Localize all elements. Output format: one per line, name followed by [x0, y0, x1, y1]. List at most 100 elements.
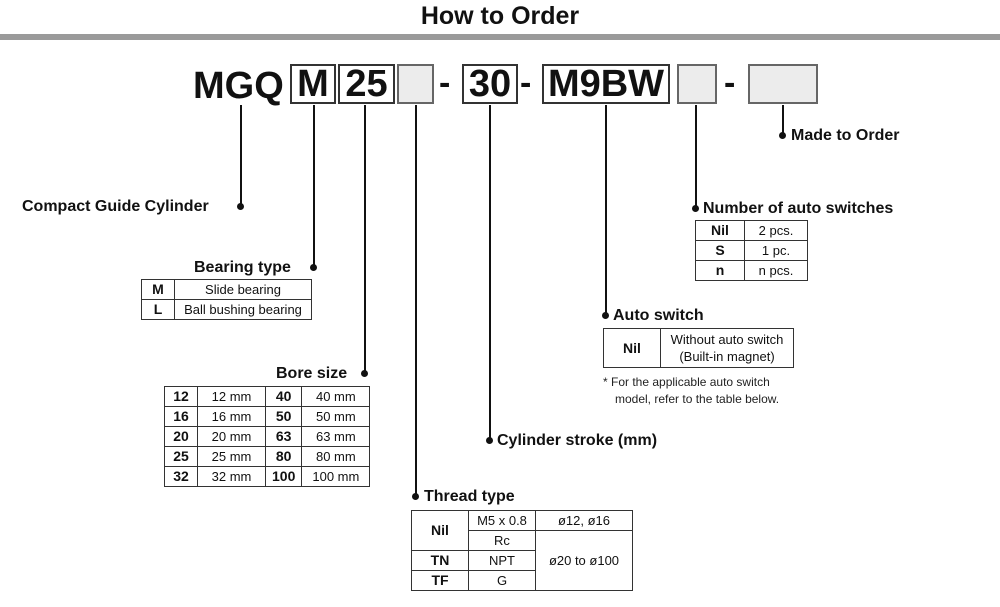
table-cell: S [695, 240, 745, 261]
leader-thread [415, 105, 417, 496]
table-cell: L [141, 299, 175, 320]
table-cell: NPT [468, 550, 536, 571]
leader-bore [364, 105, 366, 373]
table-cell: 1 pc. [744, 240, 808, 261]
code-prefix: MGQ [193, 65, 284, 107]
note-mark: * [603, 375, 608, 389]
table-cell: 50 mm [301, 406, 371, 427]
table-cell: Without auto switch (Built-in magnet) [660, 328, 794, 368]
auto-switch-note: * For the applicable auto switch model, … [603, 374, 779, 408]
table-cell: 100 mm [301, 466, 371, 487]
leader-compact-guide [240, 105, 242, 207]
table-cell: 12 mm [197, 386, 266, 407]
code-thread-box [397, 64, 434, 104]
table-row: 25 25 mm 80 80 mm [164, 446, 371, 467]
table-cell: G [468, 570, 536, 591]
table-cell: 25 [164, 446, 198, 467]
note-line-1: For the applicable auto switch [611, 375, 770, 389]
label-bore-size: Bore size [276, 365, 348, 382]
table-cell: 20 [164, 426, 198, 447]
leader-stroke [489, 105, 491, 440]
table-cell: Nil [695, 220, 745, 241]
table-cell: 40 mm [301, 386, 371, 407]
table-row: TF G [411, 570, 633, 591]
table-cell: 80 [264, 446, 303, 467]
leader-dot [237, 203, 244, 210]
num-switches-table: Nil 2 pcs. S 1 pc. n n pcs. [695, 220, 808, 281]
thread-type-table: Nil M5 x 0.8 ø12, ø16 Rc ø20 to ø100 TN … [411, 510, 633, 591]
table-cell: Rc [468, 530, 536, 551]
code-bearing-box: M [290, 64, 336, 104]
auto-switch-desc-2: (Built-in magnet) [679, 349, 775, 364]
label-cylinder-stroke: Cylinder stroke (mm) [497, 432, 658, 449]
code-dash-3: - [724, 64, 736, 102]
table-row: Nil Without auto switch (Built-in magnet… [603, 328, 794, 368]
bearing-type-table: M Slide bearing L Ball bushing bearing [141, 279, 312, 320]
table-cell: TF [411, 570, 469, 591]
table-row: 16 16 mm 50 50 mm [164, 406, 371, 427]
table-row: 20 20 mm 63 63 mm [164, 426, 371, 447]
table-row: TN NPT [411, 550, 633, 571]
leader-dot [486, 437, 493, 444]
table-cell: 100 [264, 466, 303, 487]
leader-auto-switch [605, 105, 607, 316]
table-cell: 50 [264, 406, 303, 427]
table-cell: 32 mm [197, 466, 266, 487]
title-divider [0, 34, 1000, 40]
leader-dot [310, 264, 317, 271]
auto-switch-desc-1: Without auto switch [670, 332, 784, 347]
table-cell: 2 pcs. [744, 220, 808, 241]
code-bore-box: 25 [338, 64, 395, 104]
table-cell: Slide bearing [174, 279, 312, 300]
label-num-switches: Number of auto switches [703, 200, 894, 217]
label-made-to-order: Made to Order [791, 127, 900, 144]
table-row: Rc ø20 to ø100 [412, 530, 633, 591]
label-auto-switch: Auto switch [613, 307, 704, 324]
table-cell: 32 [164, 466, 198, 487]
table-cell: M5 x 0.8 [468, 510, 536, 531]
table-row: M Slide bearing [141, 279, 312, 300]
table-cell: 63 mm [301, 426, 371, 447]
bore-size-table: 12 12 mm 40 40 mm 16 16 mm 50 50 mm 20 2… [164, 386, 371, 487]
label-compact-guide: Compact Guide Cylinder [22, 198, 209, 215]
table-cell: 20 mm [197, 426, 266, 447]
code-switch-box: M9BW [542, 64, 670, 104]
table-cell: 63 [264, 426, 303, 447]
auto-switch-table: Nil Without auto switch (Built-in magnet… [603, 328, 794, 368]
code-dash-1: - [439, 64, 451, 102]
table-row: Nil M5 x 0.8 ø12, ø16 [411, 510, 633, 551]
table-row: 32 32 mm 100 100 mm [164, 466, 371, 487]
leader-made-to-order [782, 105, 784, 135]
code-dash-2: - [520, 64, 532, 102]
leader-dot [361, 370, 368, 377]
leader-dot [692, 205, 699, 212]
table-cell: 25 mm [197, 446, 266, 467]
table-cell: n pcs. [744, 260, 808, 281]
table-row: 12 12 mm 40 40 mm [164, 386, 371, 407]
table-cell: 80 mm [301, 446, 371, 467]
label-thread-type: Thread type [424, 488, 515, 505]
table-cell: Nil [411, 510, 469, 551]
table-cell: n [695, 260, 745, 281]
table-cell: ø12, ø16 [535, 510, 633, 531]
table-cell: M [141, 279, 175, 300]
label-bearing-type: Bearing type [194, 259, 291, 276]
table-cell: 16 mm [197, 406, 266, 427]
table-row: S 1 pc. [695, 240, 808, 261]
page-title: How to Order [420, 2, 580, 30]
leader-bearing [313, 105, 315, 268]
table-cell: 12 [164, 386, 198, 407]
table-cell: 40 [264, 386, 303, 407]
table-cell: Nil [603, 328, 661, 368]
table-cell: Ball bushing bearing [174, 299, 312, 320]
table-row: Nil 2 pcs. [695, 220, 808, 241]
table-cell: TN [411, 550, 469, 571]
code-made-to-order-box [748, 64, 818, 104]
code-stroke-box: 30 [462, 64, 518, 104]
note-line-2: model, refer to the table below. [615, 392, 780, 406]
table-cell: 16 [164, 406, 198, 427]
code-num-switch-box [677, 64, 717, 104]
table-cell: ø20 to ø100 [535, 530, 633, 591]
leader-num-switches [695, 105, 697, 208]
leader-dot [779, 132, 786, 139]
